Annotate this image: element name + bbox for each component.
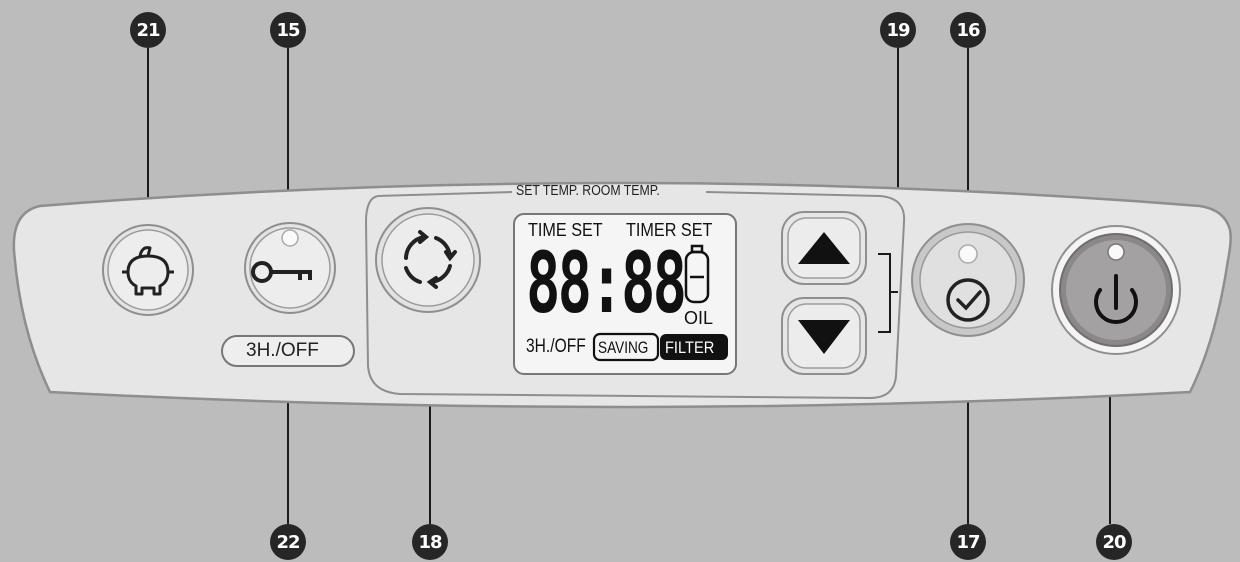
callout-20: 20 [1096,524,1132,560]
lcd-digits: 88:88 [526,234,687,332]
piggy-bank-icon [122,246,174,296]
callout-15: 15 [270,12,306,48]
saving-box [592,332,660,362]
cycle-arrows-icon [404,230,457,289]
callout-17: 17 [950,524,986,560]
oil-gauge-icon [684,244,710,304]
filter-box [660,334,728,360]
key-icon [251,261,312,283]
lcd-three-hour-off: 3H./OFF [526,336,586,357]
child-lock-button[interactable] [244,222,336,314]
three-hour-off-pill[interactable] [221,335,355,367]
temp-up-button[interactable] [781,211,867,285]
lock-indicator-led [281,229,299,247]
callout-18: 18 [412,524,448,560]
eco-button[interactable] [102,224,194,316]
lcd-timer-set: TIMER SET [626,220,713,240]
temp-down-button[interactable] [781,297,867,375]
callout-19: 19 [880,12,916,48]
timer-button[interactable] [911,223,1025,337]
bracket-19 [878,253,898,333]
display-header-label: SET TEMP. ROOM TEMP. [516,182,660,199]
power-icon [1094,274,1138,324]
callout-16: 16 [950,12,986,48]
power-indicator-led [1107,243,1125,261]
timer-indicator-led [958,244,978,264]
power-button[interactable] [1051,225,1181,355]
lcd-time-set: TIME SET [528,220,603,240]
arrow-down-icon [798,320,850,354]
lcd-filter: FILTER [665,338,715,357]
arrow-up-icon [798,232,850,264]
callout-22: 22 [270,524,306,560]
callout-21: 21 [130,12,166,48]
lcd-oil: OIL [684,308,714,328]
clock-check-icon [946,278,990,322]
lcd-saving: SAVING [598,338,649,357]
mode-button[interactable] [375,207,481,313]
three-hour-off-button-label: 3H./OFF [246,340,319,361]
display-zone-outline [364,191,906,400]
